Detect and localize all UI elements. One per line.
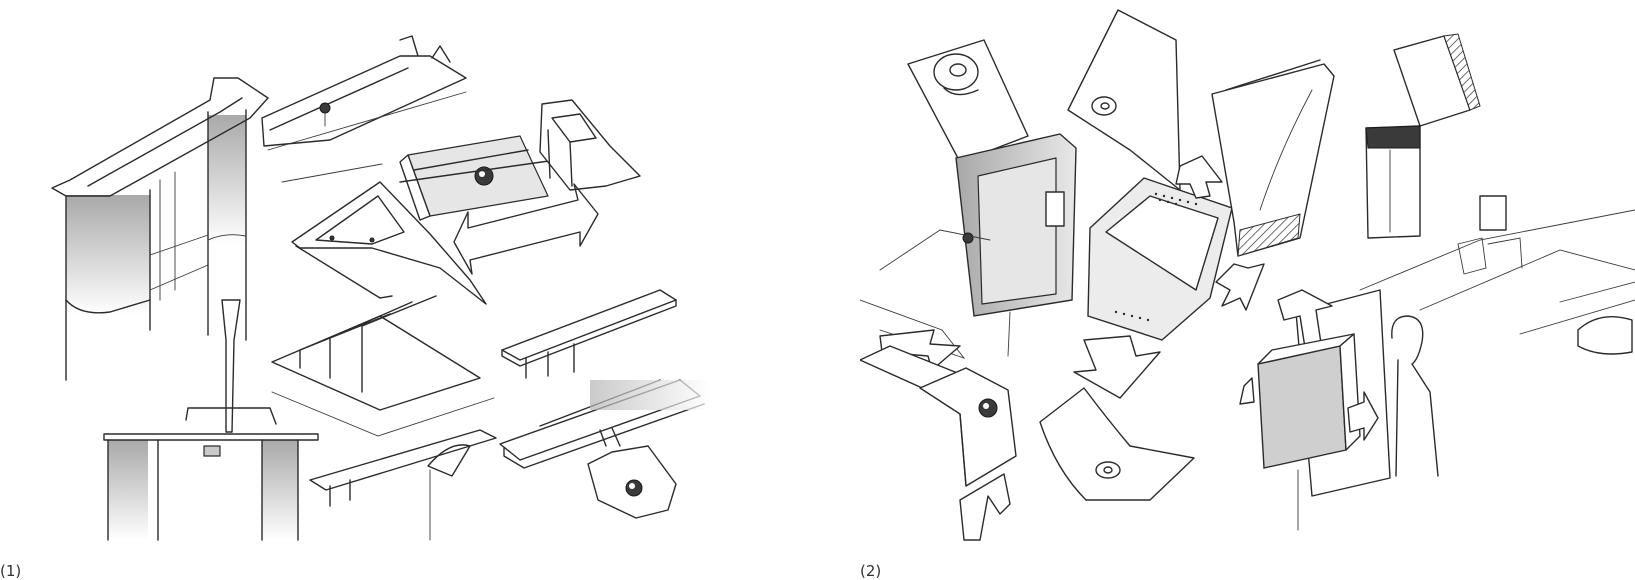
- hatched-top-box: [1365, 33, 1481, 239]
- tall-slab-with-hole: [1067, 9, 1181, 191]
- bench-profile: [309, 429, 497, 541]
- perforated-tray: [1087, 177, 1233, 341]
- right-arrow: [1215, 263, 1265, 311]
- triangle-bracket-profile: [281, 163, 487, 305]
- plane-sketch-line: [879, 229, 991, 271]
- double-arrow: [453, 183, 599, 275]
- channel-profile: [271, 295, 495, 437]
- sketch-panel-2: (2): [860, 0, 1635, 580]
- box-profile-with-hole: [399, 135, 557, 221]
- down-arrow: [1073, 335, 1161, 399]
- person-outline: [1391, 315, 1439, 477]
- hatched-sheet: [1211, 59, 1335, 257]
- up-arrow: [1175, 155, 1223, 199]
- curved-base-with-hole: [1039, 387, 1195, 501]
- rail-with-bracket: [499, 379, 710, 519]
- front-frame-panel: [955, 133, 1077, 357]
- sketch-panel-1: (1): [0, 0, 720, 580]
- top-rail-profile: [261, 35, 467, 151]
- window-stand: [103, 299, 319, 541]
- stepped-profile: [539, 99, 641, 191]
- panel-caption: (2): [860, 562, 882, 580]
- curved-bracket-with-hole: [919, 367, 1017, 541]
- unit-concept-illustration: [860, 9, 1635, 541]
- t-profile: [501, 289, 677, 379]
- room-scene: [1359, 195, 1635, 355]
- tilted-block-with-hole: [907, 39, 1029, 163]
- profile-sketches-illustration: [51, 35, 710, 541]
- wall-unit-with-arrows: [1239, 289, 1391, 531]
- column-with-cap: [51, 77, 269, 381]
- panel-caption: (1): [0, 562, 22, 580]
